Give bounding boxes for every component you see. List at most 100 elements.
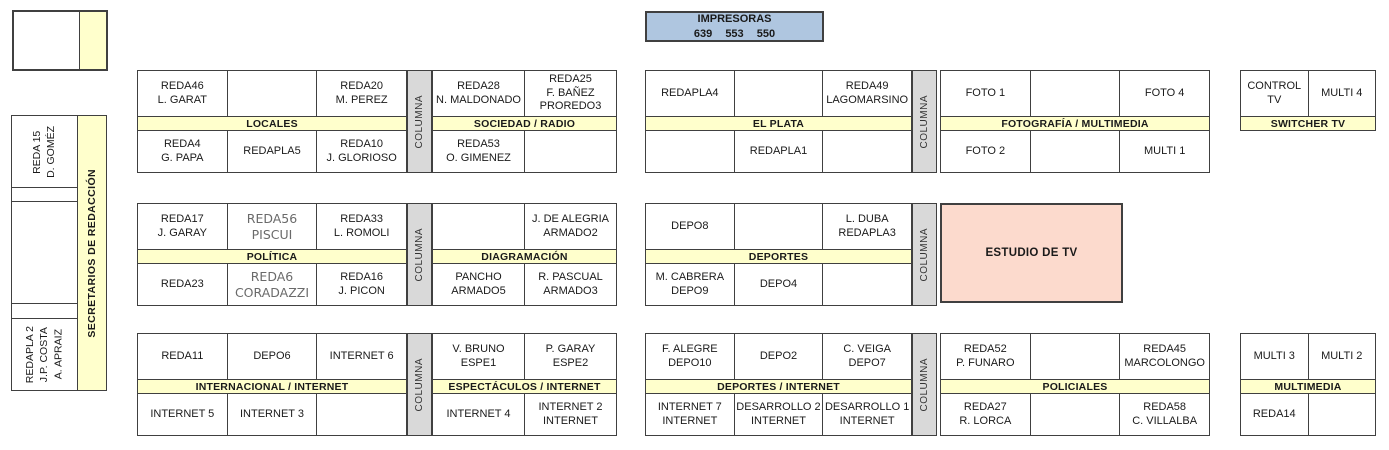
columna-label: COLUMNA <box>414 357 425 412</box>
desk-cell: DEPO4 <box>734 264 823 305</box>
columna-label: COLUMNA <box>414 94 425 149</box>
estudio-tv-area: ESTUDIO DE TV <box>940 203 1123 303</box>
desk-cell: M. CABRERA DEPO9 <box>646 264 734 305</box>
legend-white-area <box>14 12 80 69</box>
desk-cell: DESARROLLO 1 INTERNET <box>823 394 911 435</box>
desk-cell: F. ALEGRE DEPO10 <box>646 334 734 379</box>
columna-pillar: COLUMNA <box>912 333 937 436</box>
desk-cell: REDA14 <box>1241 394 1308 435</box>
desk-cell: REDA28 N. MALDONADO <box>433 71 524 116</box>
desk-cell: REDA49 LAGOMARSINO <box>823 71 911 116</box>
desk-cell <box>1030 131 1120 172</box>
columna-pillar: COLUMNA <box>912 203 937 306</box>
desk-cell: INTERNET 4 <box>433 394 524 435</box>
secretarios-panel: REDA 15 D. GOMÉZ REDAPLA 2 J.P. COSTA A.… <box>11 115 107 391</box>
desk-cell: INTERNET 3 <box>227 394 317 435</box>
section-header: ESPECTÁCULOS / INTERNET <box>433 380 616 393</box>
section-header: LOCALES <box>138 117 406 130</box>
columna-label: COLUMNA <box>414 227 425 282</box>
desk-cell <box>1030 394 1120 435</box>
section-header: FOTOGRAFÍA / MULTIMEDIA <box>941 117 1209 130</box>
impresoras-numbers: 639 553 550 <box>693 27 776 40</box>
desk-cell <box>1030 334 1120 379</box>
desk-cell <box>317 394 406 435</box>
desk-cell: MULTI 1 <box>1120 131 1209 172</box>
desk-cell <box>1030 71 1120 116</box>
desk-cell: REDA46 L. GARAT <box>138 71 227 116</box>
section-header: DEPORTES <box>646 250 911 263</box>
section-header: DEPORTES / INTERNET <box>646 380 911 393</box>
desk-cell: REDA20 M. PEREZ <box>317 71 406 116</box>
columna-label: COLUMNA <box>919 227 930 282</box>
desk-cell: INTERNET 5 <box>138 394 227 435</box>
desk-cell: REDA33 L. ROMOLI <box>317 204 406 249</box>
section-header: POLÍTICA <box>138 250 406 263</box>
desk-reda15: REDA 15 D. GOMÉZ <box>12 116 77 188</box>
desk-cell: DEPO2 <box>734 334 823 379</box>
desk-cell: MULTI 4 <box>1308 71 1375 116</box>
desk-cell: MULTI 2 <box>1308 334 1375 379</box>
desk-cell: P. GARAY ESPE2 <box>525 334 616 379</box>
section-header: SOCIEDAD / RADIO <box>433 117 616 130</box>
columna-pillar: COLUMNA <box>407 203 432 306</box>
desk-cell: FOTO 2 <box>941 131 1030 172</box>
section-header: EL PLATA <box>646 117 911 130</box>
desk-cell: MULTI 3 <box>1241 334 1308 379</box>
section-header: MULTIMEDIA <box>1241 380 1375 393</box>
desk-empty <box>12 202 77 304</box>
impresoras-box: IMPRESORAS 639 553 550 <box>645 11 824 42</box>
desk-cell: FOTO 4 <box>1120 71 1209 116</box>
secretarios-label: SECRETARIOS DE REDACCIÓN <box>86 168 98 338</box>
desk-cell: REDAPLA4 <box>646 71 734 116</box>
desk-cell: PANCHO ARMADO5 <box>433 264 524 305</box>
desk-spacer <box>12 188 77 202</box>
desk-cell <box>823 264 911 305</box>
columna-label: COLUMNA <box>919 357 930 412</box>
desk-cell: DEPO6 <box>227 334 317 379</box>
desk-cell: REDA11 <box>138 334 227 379</box>
desk-cell <box>646 131 734 172</box>
desk-cell: V. BRUNO ESPE1 <box>433 334 524 379</box>
desk-cell: INTERNET 2 INTERNET <box>525 394 616 435</box>
desk-cell: J. DE ALEGRIA ARMADO2 <box>525 204 616 249</box>
desk-cell: REDA6 CORADAZZI <box>227 264 317 305</box>
desk-cell <box>734 204 823 249</box>
desk-redapla2: REDAPLA 2 J.P. COSTA A. APRAIZ <box>12 319 77 390</box>
desk-cell: REDA58 C. VILLALBA <box>1120 394 1209 435</box>
desk-reda15-label: REDA 15 D. GOMÉZ <box>31 125 58 178</box>
desk-cell: FOTO 1 <box>941 71 1030 116</box>
desk-cell <box>227 71 317 116</box>
desk-spacer <box>12 304 77 319</box>
desk-cell: L. DUBA REDAPLA3 <box>823 204 911 249</box>
estudio-tv-label: ESTUDIO DE TV <box>985 247 1078 259</box>
section-header: POLICIALES <box>941 380 1209 393</box>
desk-cell: REDAPLA5 <box>227 131 317 172</box>
desk-cell: DEPO8 <box>646 204 734 249</box>
desk-cell: R. PASCUAL ARMADO3 <box>525 264 616 305</box>
section-header: DIAGRAMACIÓN <box>433 250 616 263</box>
desk-cell: REDA53 O. GIMENEZ <box>433 131 524 172</box>
desk-cell <box>1308 394 1375 435</box>
section-header: INTERNACIONAL / INTERNET <box>138 380 406 393</box>
desk-cell: REDA23 <box>138 264 227 305</box>
secretarios-desk-column: REDA 15 D. GOMÉZ REDAPLA 2 J.P. COSTA A.… <box>12 116 78 390</box>
legend-yellow-area <box>80 12 106 69</box>
desk-cell: REDAPLA1 <box>734 131 823 172</box>
desk-cell <box>823 131 911 172</box>
impresoras-title: IMPRESORAS <box>697 13 772 26</box>
desk-cell: REDA56 PISCUI <box>227 204 317 249</box>
columna-pillar: COLUMNA <box>407 70 432 173</box>
